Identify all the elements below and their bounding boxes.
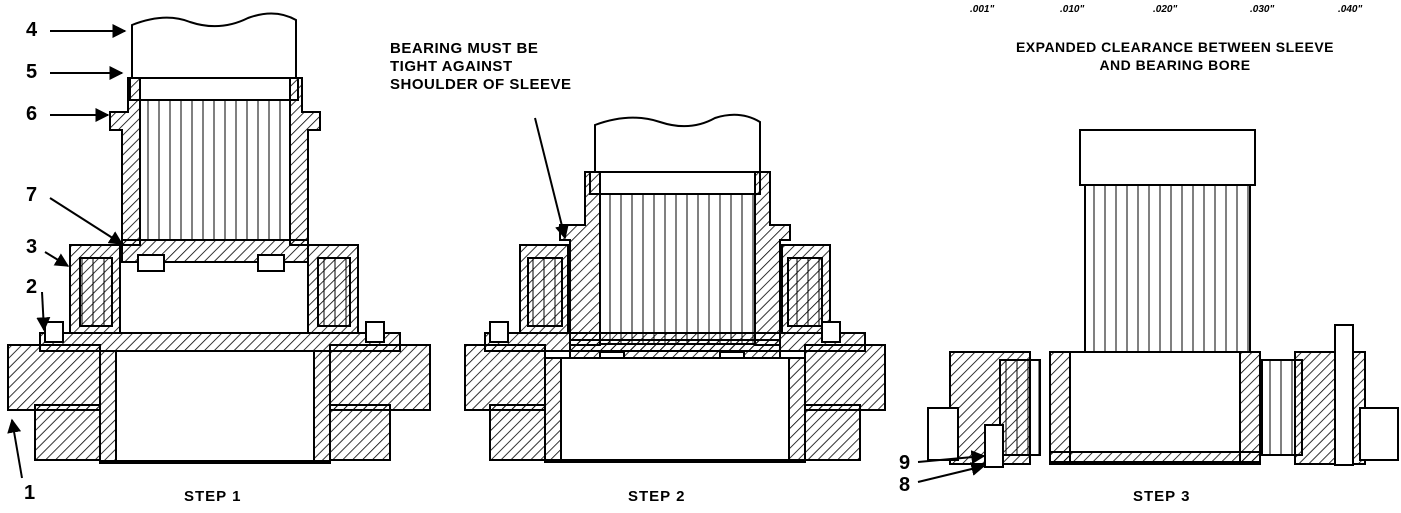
cavity-2: [544, 357, 806, 463]
sleeve-3: [1049, 351, 1261, 463]
step1-assembly: [7, 12, 431, 464]
driver-handle: [131, 12, 297, 79]
callout-8: 8: [899, 474, 911, 496]
tick-040: .040": [1338, 4, 1363, 15]
callout-6: 6: [26, 103, 38, 125]
callout-7: 7: [26, 184, 38, 206]
hub-left-2: [464, 344, 546, 411]
driver-collar: [129, 77, 299, 101]
callout-1: 1: [24, 482, 36, 504]
bolt-left: [44, 321, 64, 343]
bolt-right: [365, 321, 385, 343]
cavity-wall-right: [313, 350, 331, 462]
step2-label: STEP 2: [628, 488, 686, 505]
rollers-right-3: [1261, 359, 1303, 456]
bolt-right-3: [1334, 324, 1354, 466]
bolt-right-2: [821, 321, 841, 343]
cavity-wall-left-2: [544, 357, 562, 461]
bolt-left-2: [489, 321, 509, 343]
step3-assembly: [927, 129, 1399, 468]
driver-head-3: [1079, 129, 1256, 186]
callout-leaders: [7, 24, 986, 483]
tick-010: .010": [1060, 4, 1085, 15]
driver-body: [139, 99, 291, 241]
housing-right-3: [1294, 351, 1366, 465]
bearing-rollers-right: [317, 257, 351, 327]
cavity-wall-left: [99, 350, 117, 462]
callout-5: 5: [26, 61, 38, 83]
bearing-rollers-right-2: [787, 257, 823, 327]
rollers-left-3: [999, 359, 1041, 456]
callout-4: 4: [26, 19, 38, 41]
sleeve-wall-left: [109, 77, 141, 246]
clearance-caption: EXPANDED CLEARANCE BETWEEN SLEEVE AND BE…: [950, 38, 1400, 74]
hub-left-lower-2: [489, 404, 546, 461]
bearing-rollers-left-2: [527, 257, 563, 327]
shaft-right-3: [1359, 407, 1399, 461]
hub-right-lower: [329, 404, 391, 461]
sleeve-wall-right: [289, 77, 321, 246]
nut-left: [137, 254, 165, 272]
cavity-wall-right-2: [788, 357, 806, 461]
hub-left: [7, 344, 101, 411]
bearing-rollers-left: [79, 257, 113, 327]
flange-2: [484, 332, 866, 352]
callout-9: 9: [899, 452, 911, 474]
tick-001: .001": [970, 4, 995, 15]
bearing-note-line3: SHOULDER OF SLEEVE: [390, 76, 572, 93]
hub-left-lower: [34, 404, 101, 461]
bearing-note-line2: TIGHT AGAINST: [390, 58, 513, 75]
tick-030: .030": [1250, 4, 1275, 15]
driver-handle-2: [594, 113, 761, 173]
clearance-caption-line1: EXPANDED CLEARANCE BETWEEN SLEEVE: [1015, 39, 1335, 55]
bearing-note-line1: BEARING MUST BE: [390, 40, 539, 57]
sleeve-wall-left-3: [1049, 351, 1071, 463]
tick-020: .020": [1153, 4, 1178, 15]
callout-3: 3: [26, 236, 38, 258]
cavity: [99, 350, 331, 464]
callout-2: 2: [26, 276, 38, 298]
bearing-note: BEARING MUST BE TIGHT AGAINST SHOULDER O…: [390, 40, 572, 94]
hub-right: [329, 344, 431, 411]
shaft-left-3: [927, 407, 959, 461]
step1-label: STEP 1: [184, 488, 242, 505]
bolt-left-3: [984, 424, 1004, 468]
step2-assembly: [464, 113, 886, 463]
hub-right-lower-2: [804, 404, 861, 461]
step3-label: STEP 3: [1133, 488, 1191, 505]
nut-right: [257, 254, 285, 272]
hub-right-2: [804, 344, 886, 411]
driver-body-2: [599, 193, 756, 345]
driver-collar-2: [589, 171, 761, 195]
clearance-caption-line2: AND BEARING BORE: [1099, 57, 1251, 73]
sleeve-wall-right-3: [1239, 351, 1261, 463]
sleeve-floor-3: [1049, 451, 1261, 465]
